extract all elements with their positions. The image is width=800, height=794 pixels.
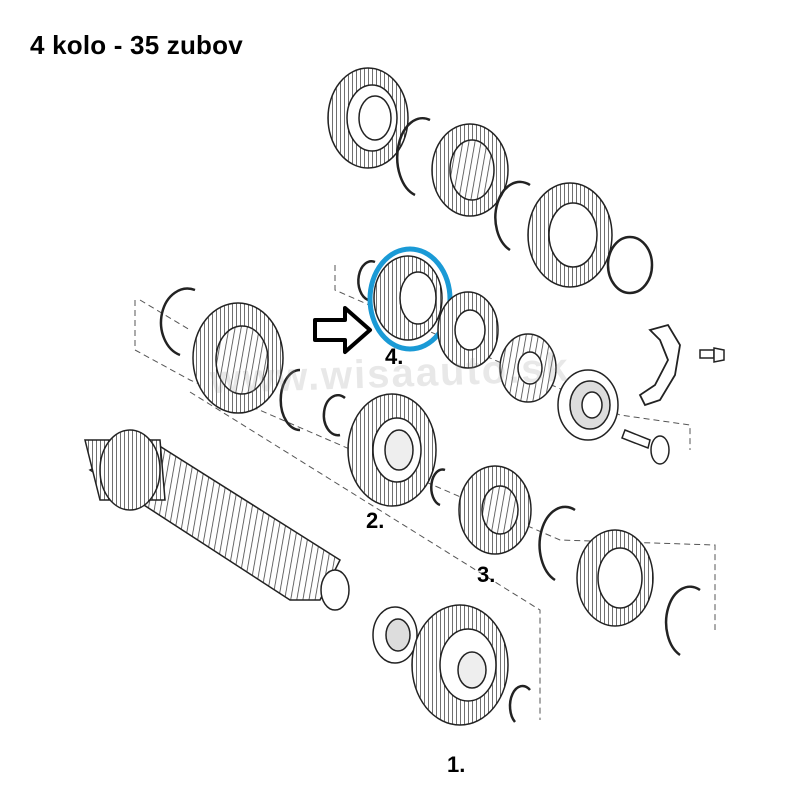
gear-4	[373, 255, 443, 341]
snap-ring-gear1-right	[508, 684, 531, 723]
snap-ring-top-2	[494, 180, 531, 252]
mid-synchro	[499, 333, 557, 403]
bearing-lower	[372, 606, 418, 664]
top-gear-2	[527, 182, 613, 288]
main-shaft	[84, 429, 350, 611]
label-gear-3: 3.	[477, 562, 496, 587]
arrow-right-icon	[313, 306, 372, 354]
snap-ring-lower-right	[664, 585, 701, 657]
long-bolt	[621, 429, 670, 465]
synchro-ring-lower	[576, 529, 654, 627]
snap-ring-gear2-right	[430, 468, 446, 507]
diagram-title: 4 kolo - 35 zubov	[30, 30, 243, 60]
snap-ring-top-3	[606, 235, 654, 295]
snap-ring-mid-left	[159, 287, 196, 357]
snap-ring-gear3-right	[538, 505, 576, 582]
label-gear-2: 2.	[366, 508, 385, 533]
snap-ring-top-1	[396, 117, 431, 197]
top-synchro-hub	[431, 123, 509, 217]
small-bolt	[699, 347, 725, 363]
mid-gear-after-4	[437, 291, 499, 369]
label-gear-4: 4.	[385, 344, 404, 369]
middle-left-gear	[192, 302, 284, 414]
label-gear-1: 1.	[447, 752, 466, 777]
gear-2	[347, 393, 437, 507]
gear-1	[411, 604, 509, 726]
gear-3	[458, 465, 532, 555]
snap-ring-gear2-left	[322, 393, 346, 437]
snap-ring-small-4	[357, 260, 376, 302]
snap-ring-mid-2	[279, 368, 301, 432]
retaining-clip	[638, 323, 681, 407]
top-gear-1	[327, 67, 409, 169]
bearing-right	[557, 369, 619, 441]
